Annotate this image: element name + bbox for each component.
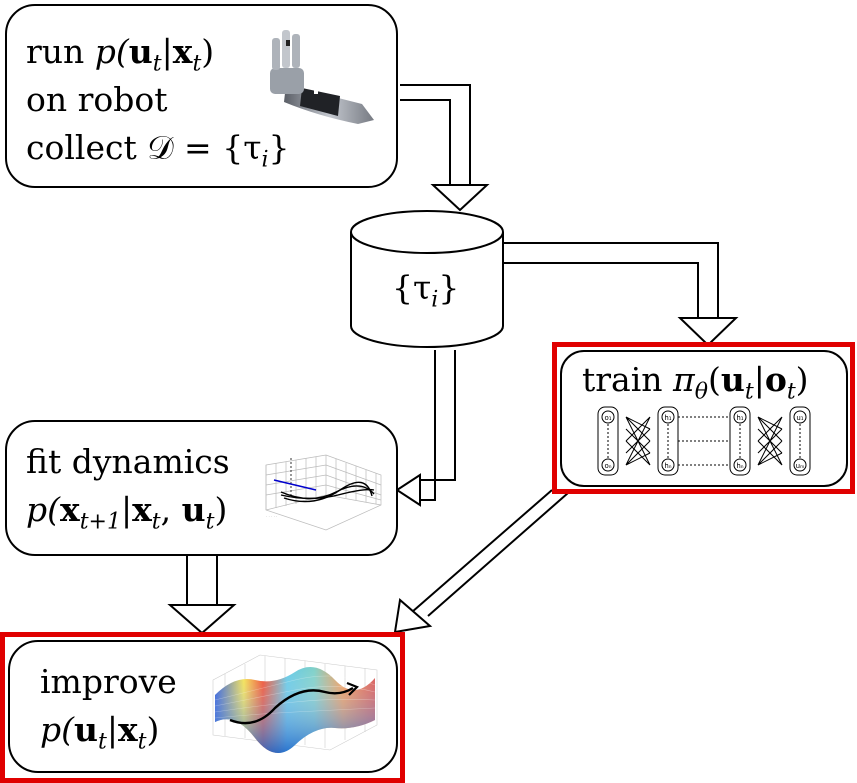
dataset-label: {τi} xyxy=(392,268,460,313)
nn-node-um: uₘ xyxy=(796,462,805,470)
nn-node-u1: u₁ xyxy=(796,414,803,422)
run-line-3: collect 𝒟 = {τi} xyxy=(26,128,290,173)
neural-network-icon: o₁ oₙ h₁ hₙ h₁ hₙ u₁ uₘ xyxy=(597,406,811,476)
arrow-run-to-dataset xyxy=(400,84,490,212)
cost-surface-icon xyxy=(212,654,378,754)
nn-node-h1: h₁ xyxy=(664,414,671,422)
arrow-fit-to-improve xyxy=(167,556,237,635)
svg-text:· · · · ·: · · · · · xyxy=(266,514,277,519)
fit-line-1: fit dynamics xyxy=(26,442,230,481)
highlight-train-box xyxy=(552,342,855,494)
highlight-improve-box xyxy=(0,632,405,783)
improve-line-1: improve xyxy=(40,662,177,701)
nn-node-hn: hₙ xyxy=(664,462,671,470)
robot-arm-image xyxy=(270,30,374,124)
fit-line-2: p(xt+1|xt, ut) xyxy=(26,490,228,535)
train-policy-box xyxy=(560,350,848,487)
improve-line-2: p(ut|xt) xyxy=(40,710,160,755)
arrow-dataset-to-fit xyxy=(395,350,456,507)
nn-node-on: oₙ xyxy=(604,462,611,470)
fit-dynamics-box xyxy=(5,420,398,556)
improve-box xyxy=(8,640,398,773)
nn-node-h1b: h₁ xyxy=(736,414,743,422)
run-line-2: on robot xyxy=(26,80,168,119)
run-line-1: run p(ut|xt) xyxy=(26,32,215,77)
train-label: train πθ(ut|ot) xyxy=(582,360,809,405)
arrow-dataset-to-train xyxy=(503,242,739,347)
nn-node-o1: o₁ xyxy=(604,414,611,422)
arrow-train-to-improve xyxy=(393,489,569,634)
dynamics-plot-icon: · · · · · xyxy=(265,454,382,531)
dataset-cylinder xyxy=(350,210,504,348)
nn-node-hnb: hₙ xyxy=(736,462,743,470)
